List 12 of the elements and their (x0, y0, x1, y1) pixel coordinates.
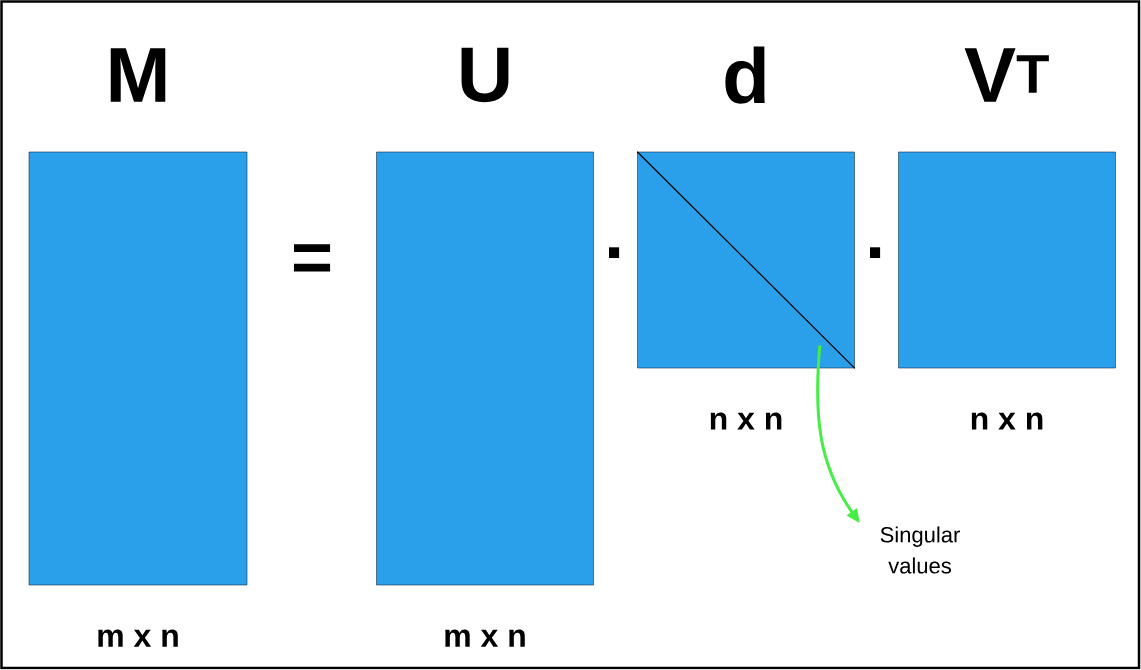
dimension-label: n x n (710, 412, 782, 430)
matrix-letter: d (725, 46, 765, 104)
matrix-letter: U (461, 47, 509, 103)
operator-sign: · (870, 247, 881, 259)
dimension-label: m x n (98, 629, 178, 647)
dimension-label: n x n (971, 412, 1043, 430)
annotation-text: Singular values (880, 526, 960, 574)
operator-sign: · (608, 247, 620, 259)
dimension-label: m x n (445, 629, 525, 647)
matrix-letter: M (110, 48, 166, 102)
matrix-letter: V$^{T}$ (964, 48, 1049, 102)
operator-sign: = (294, 244, 331, 272)
